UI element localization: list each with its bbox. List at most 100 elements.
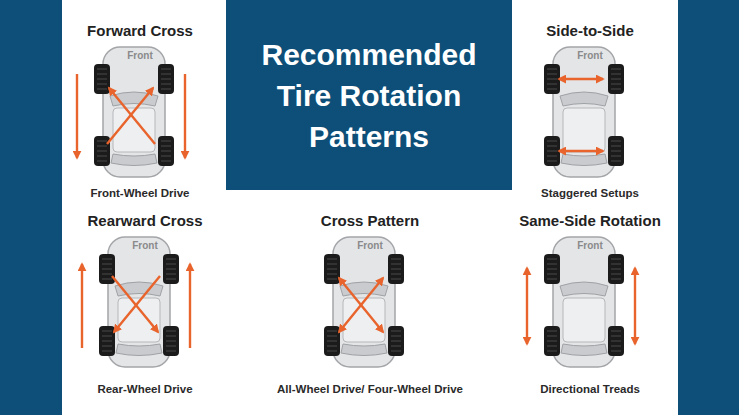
tire-tread xyxy=(102,341,112,342)
car-body xyxy=(553,237,615,367)
tire-tread xyxy=(611,346,621,347)
tire-tread xyxy=(166,279,176,280)
rotation-arrow xyxy=(107,88,153,144)
car-illustration xyxy=(324,237,404,367)
pattern-panel: Rearward CrossRear-Wheel DriveFront xyxy=(16,212,274,402)
tire xyxy=(158,64,174,94)
pattern-panel: Cross PatternAll-Wheel Drive/ Four-Wheel… xyxy=(241,212,499,402)
tire xyxy=(163,254,179,284)
tire-tread xyxy=(97,156,107,157)
tire-tread xyxy=(161,79,171,80)
tire-tread xyxy=(547,331,557,332)
side-band xyxy=(0,0,62,415)
tire xyxy=(94,136,110,166)
tire xyxy=(544,326,560,356)
tire-tread xyxy=(547,259,557,260)
tire-tread xyxy=(611,331,621,332)
front-label: Front xyxy=(11,50,269,62)
tire-tread xyxy=(161,84,171,85)
front-label: Front xyxy=(241,240,499,252)
tire xyxy=(388,326,404,356)
tire xyxy=(608,64,624,94)
tire-tread xyxy=(102,331,112,332)
tire-tread xyxy=(97,69,107,70)
tire-tread xyxy=(391,269,401,270)
drive-caption: Directional Treads xyxy=(461,382,719,396)
rear-window xyxy=(111,154,157,166)
rotation-arrow xyxy=(339,278,383,332)
tire-tread xyxy=(166,331,176,332)
tire-tread xyxy=(97,89,107,90)
tire-tread xyxy=(97,79,107,80)
tire xyxy=(608,136,624,166)
tire-tread xyxy=(391,341,401,342)
tire-tread xyxy=(547,274,557,275)
tire-tread xyxy=(161,146,171,147)
tire-tread xyxy=(97,161,107,162)
drive-caption: Staggered Setups xyxy=(461,186,719,200)
car-diagram xyxy=(16,234,274,372)
front-label: Front xyxy=(461,240,719,252)
title-box: Recommended Tire Rotation Patterns xyxy=(226,0,512,190)
pattern-heading: Forward Cross xyxy=(11,22,269,40)
pattern-heading: Cross Pattern xyxy=(241,212,499,230)
tire-tread xyxy=(547,161,557,162)
tire-tread xyxy=(161,89,171,90)
tire xyxy=(158,136,174,166)
tire-tread xyxy=(102,259,112,260)
car-illustration xyxy=(94,47,174,177)
tire xyxy=(608,254,624,284)
tire-tread xyxy=(547,336,557,337)
tire-tread xyxy=(327,341,337,342)
tire xyxy=(324,254,340,284)
tire-tread xyxy=(611,156,621,157)
tire-tread xyxy=(391,264,401,265)
tire-tread xyxy=(611,151,621,152)
tire-tread xyxy=(327,274,337,275)
tire-tread xyxy=(327,346,337,347)
tire-tread xyxy=(161,74,171,75)
tire-tread xyxy=(166,264,176,265)
car-illustration xyxy=(99,237,179,367)
tire-tread xyxy=(611,146,621,147)
tire xyxy=(608,326,624,356)
tire-tread xyxy=(97,74,107,75)
drive-caption: Front-Wheel Drive xyxy=(11,186,269,200)
tire-tread xyxy=(391,331,401,332)
pattern-heading: Side-to-Side xyxy=(461,22,719,40)
tire-tread xyxy=(97,151,107,152)
tire-tread xyxy=(547,279,557,280)
tire-tread xyxy=(547,79,557,80)
rotation-arrow xyxy=(114,276,160,332)
tire xyxy=(163,326,179,356)
tire-tread xyxy=(166,351,176,352)
pattern-panel: Same-Side RotationDirectional TreadsFron… xyxy=(461,212,719,402)
car-diagram xyxy=(461,234,719,372)
tire-tread xyxy=(611,341,621,342)
tire xyxy=(94,64,110,94)
rear-window xyxy=(341,344,387,356)
tire-tread xyxy=(327,351,337,352)
tire-tread xyxy=(391,259,401,260)
tire-tread xyxy=(97,84,107,85)
car-diagram xyxy=(241,234,499,372)
tire-tread xyxy=(547,84,557,85)
title-text: Recommended Tire Rotation Patterns xyxy=(248,34,490,157)
rotation-arrow xyxy=(184,74,186,158)
tire-tread xyxy=(166,341,176,342)
pattern-heading: Rearward Cross xyxy=(16,212,274,230)
tire-tread xyxy=(547,74,557,75)
front-label: Front xyxy=(461,50,719,62)
side-band xyxy=(678,0,739,415)
tire-tread xyxy=(166,259,176,260)
rotation-arrow xyxy=(634,268,636,344)
tire xyxy=(544,64,560,94)
tire-tread xyxy=(327,259,337,260)
rotation-arrow xyxy=(526,268,528,344)
tire-tread xyxy=(327,336,337,337)
tire-tread xyxy=(611,161,621,162)
rotation-arrow xyxy=(109,88,155,144)
car-body xyxy=(333,237,395,367)
rotation-arrow xyxy=(189,264,191,348)
